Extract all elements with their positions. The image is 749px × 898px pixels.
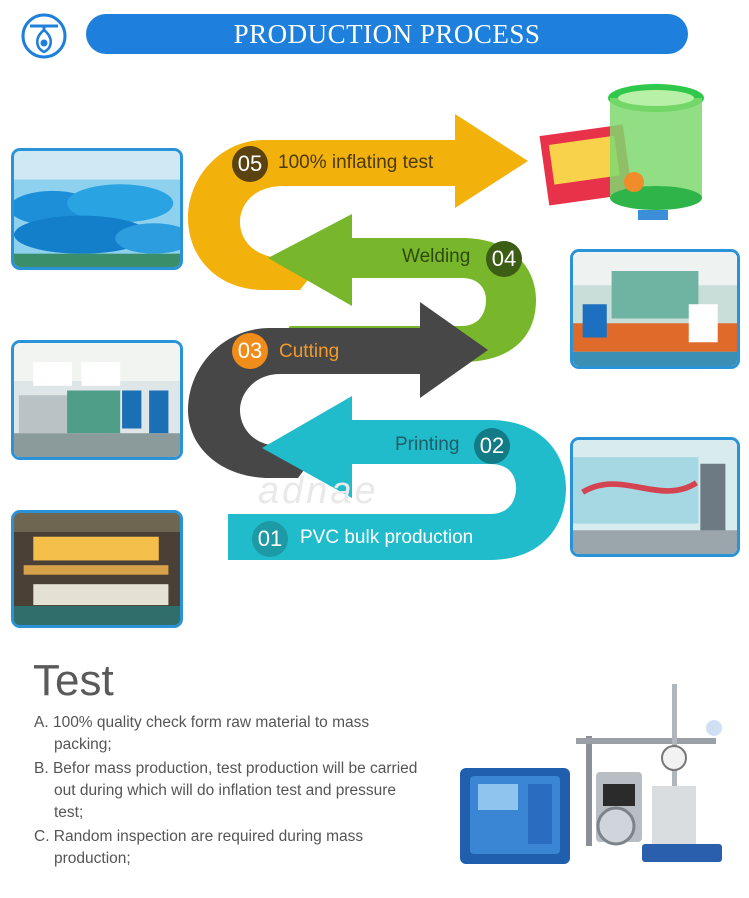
test-item-a: A. 100% quality check form raw material … — [34, 714, 370, 753]
photo-pvc-production-line — [11, 510, 183, 628]
photo-inflatable-pool-product — [538, 82, 708, 228]
test-list: A. 100% quality check form raw material … — [34, 712, 424, 870]
photo-printing-machine — [570, 437, 740, 557]
step-05-number: 05 — [232, 146, 268, 182]
photo-inflated-products — [11, 148, 183, 270]
step-03-label: Cutting — [279, 341, 340, 362]
step-04-band — [262, 214, 536, 362]
step-04-label: Welding — [402, 246, 471, 267]
test-section-title: Test — [33, 656, 114, 705]
step-02-label: Printing — [395, 434, 460, 455]
step-03-number: 03 — [232, 333, 268, 369]
photo-cutting-machines — [11, 340, 183, 460]
logo-icon — [20, 12, 68, 60]
step-02-number: 02 — [474, 428, 510, 464]
step-04-number: 04 — [486, 241, 522, 277]
test-item-c: C. Random inspection are required during… — [34, 828, 364, 867]
photo-testing-equipment — [456, 676, 736, 876]
step-01-label: PVC bulk production — [300, 527, 474, 548]
watermark: adnae — [258, 470, 379, 512]
test-item-b: B. Befor mass production, test productio… — [34, 760, 418, 821]
page-title: PRODUCTION PROCESS — [233, 18, 541, 49]
page-title-banner: PRODUCTION PROCESS — [86, 14, 688, 54]
step-01-number: 01 — [252, 521, 288, 557]
step-05-band — [188, 114, 528, 290]
step-05-label: 100% inflating test — [278, 152, 434, 173]
photo-welding-workshop — [570, 249, 740, 369]
